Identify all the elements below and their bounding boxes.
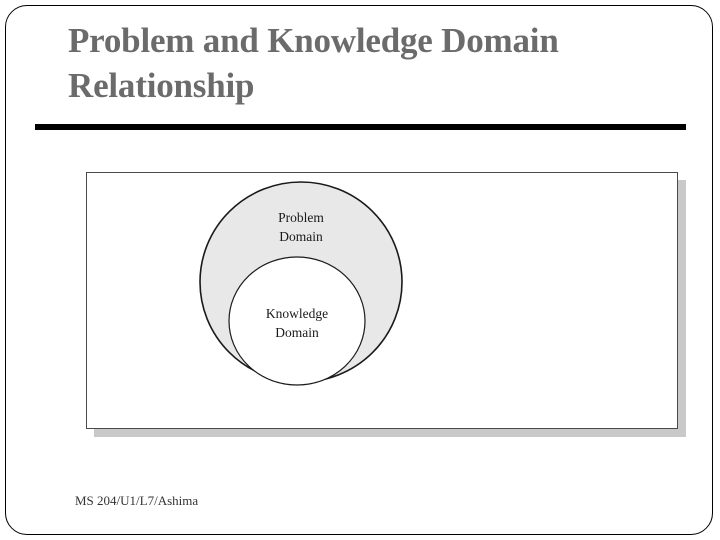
knowledge-domain-label-line2: Domain	[275, 325, 319, 340]
title-block: Problem and Knowledge Domain Relationshi…	[68, 18, 668, 108]
knowledge-domain-ellipse	[228, 256, 366, 386]
diagram-container: Problem Domain Knowledge Domain	[86, 172, 686, 437]
footer-note: MS 204/U1/L7/Ashima	[75, 493, 199, 508]
venn-diagram-svg: Problem Domain Knowledge Domain	[199, 181, 403, 386]
page-title: Problem and Knowledge Domain Relationshi…	[68, 21, 559, 105]
problem-domain-label-line2: Domain	[279, 229, 323, 244]
title-divider-rule	[35, 124, 686, 130]
knowledge-domain-label-line1: Knowledge	[266, 306, 328, 321]
problem-domain-label-line1: Problem	[278, 210, 324, 225]
diagram-panel: Problem Domain Knowledge Domain	[86, 172, 678, 429]
